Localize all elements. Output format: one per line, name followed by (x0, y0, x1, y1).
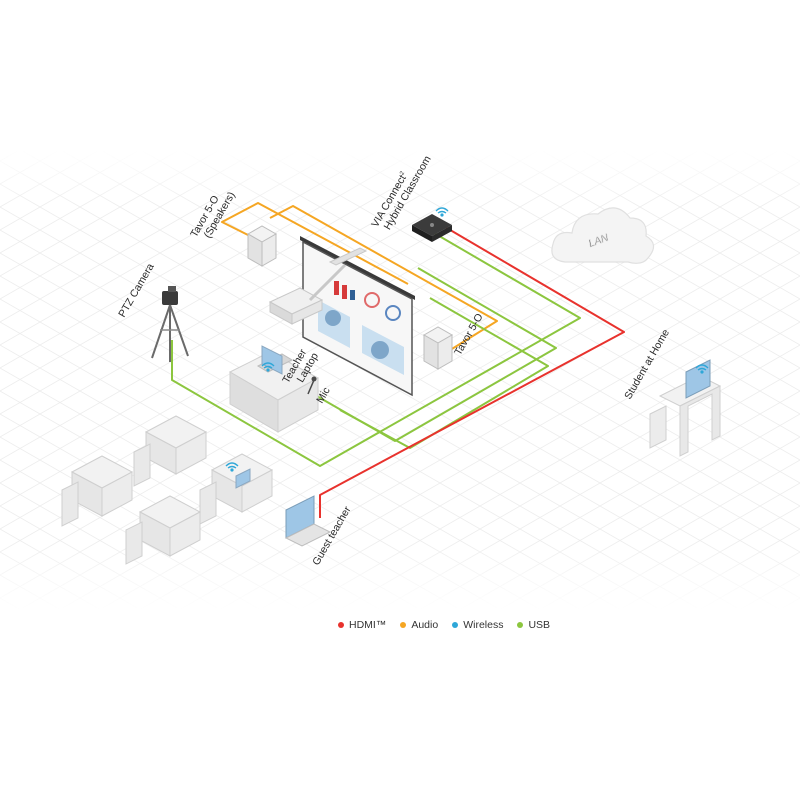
teacher-desk (228, 345, 320, 433)
legend-wireless: Wireless (452, 619, 503, 631)
legend-hdmi: HDMI™ (338, 619, 386, 631)
legend-usb-label: USB (528, 619, 551, 631)
legend-wireless-label: Wireless (463, 619, 504, 631)
hdmi-dot-icon (338, 622, 344, 628)
hdmi-cable-guest (319, 223, 625, 518)
wifi-icon-student-home (695, 364, 709, 374)
legend-usb: USB (517, 619, 550, 631)
usb-cable-via (339, 297, 549, 449)
usb-dot-icon (517, 622, 524, 628)
audio-dot-icon (400, 622, 407, 628)
legend-audio-label: Audio (411, 619, 439, 631)
wireless-dot-icon (452, 622, 459, 628)
wifi-icon-student-desk (225, 462, 239, 472)
usb-cable-camera (171, 225, 581, 467)
lan-cloud: LAN (551, 207, 655, 264)
projector (268, 247, 368, 325)
legend-audio: Audio (400, 619, 438, 631)
ptz-camera (151, 286, 189, 362)
tablet-icon (235, 468, 251, 489)
via-connect-device (412, 214, 452, 242)
cable-legend: HDMI™ Audio Wireless USB (338, 619, 550, 631)
student-desks (61, 415, 274, 565)
speaker-left (246, 225, 278, 267)
guest-teacher-laptop (284, 495, 332, 547)
wifi-icon-via (435, 207, 449, 217)
audio-cable-left-speaker (221, 202, 409, 285)
wifi-icon-teacher (261, 362, 275, 372)
legend-hdmi-label: HDMI™ (349, 619, 387, 631)
speaker-right (422, 326, 454, 370)
